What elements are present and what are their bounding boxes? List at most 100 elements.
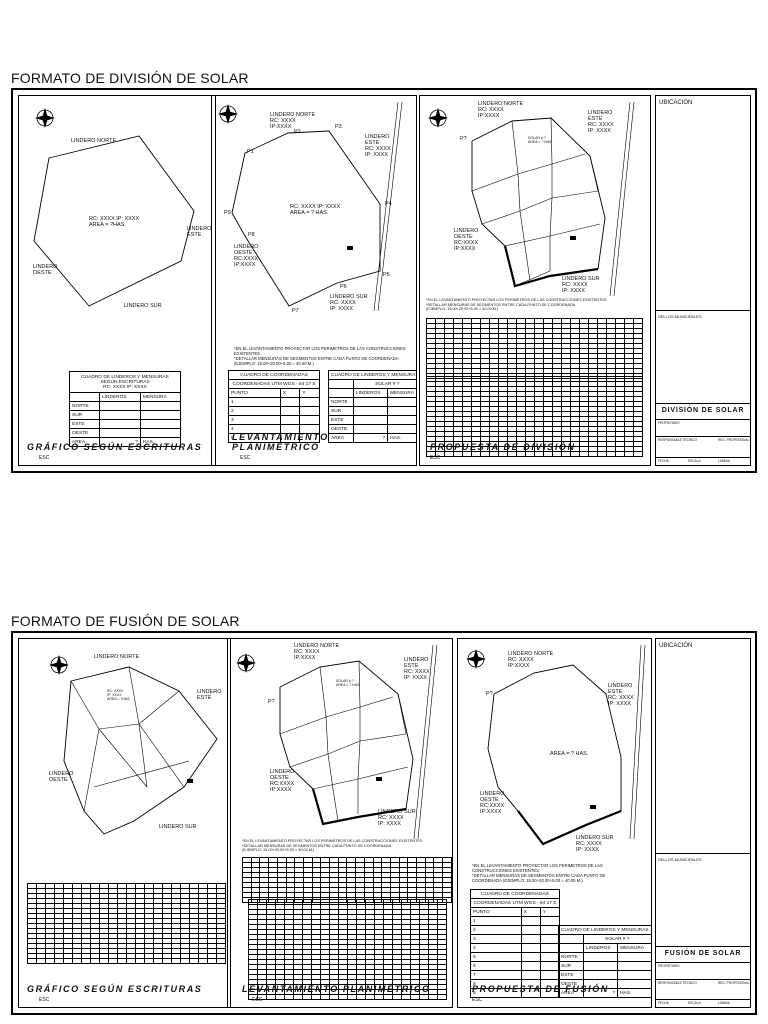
reg-label: REG. PROFESIONAL xyxy=(718,981,750,985)
lindero-oeste-label: LINDERO OESTE RC:XXXX IP:XXXX xyxy=(454,228,479,252)
division-panel-propuesta: LINDERO NORTE RC: XXXX IP:XXXX LINDERO E… xyxy=(419,95,651,466)
coord-row: 2 xyxy=(470,925,522,935)
coord-row: 6 xyxy=(470,961,522,971)
fusion-sheet-title: FORMATO DE FUSIÓN DE SOLAR xyxy=(11,613,240,629)
building-icon xyxy=(187,779,193,783)
area-unit: HAS. xyxy=(387,433,416,443)
row-este: ESTE xyxy=(327,415,355,425)
lindero-norte-label: LINDERO NORTE RC: XXXX IP:XXXX xyxy=(270,112,316,130)
col-y: Y xyxy=(539,907,561,917)
fusion-sheet: LINDERO NORTE LINDERO ESTE LINDERO OESTE… xyxy=(11,631,757,1015)
lindero-sur-label: LINDERO SUR xyxy=(159,824,197,830)
title-block: UBICACIÓN SELLOS MUNICIPALES DIVISIÓN DE… xyxy=(655,95,751,466)
coord-row: 5 xyxy=(470,952,522,962)
coord-row: 4 xyxy=(470,943,522,953)
panel-scale: ESC xyxy=(252,997,263,1003)
row-sur: SUR xyxy=(327,406,355,416)
panel-title: GRÁFICO SEGÚN ESCRITURAS xyxy=(27,442,203,452)
coord-table-sub: COORDENADAS UTM WGS - 84 17 S xyxy=(228,379,320,389)
sheet-name: FUSIÓN DE SOLAR xyxy=(664,950,742,957)
lindero-norte-label: LINDERO NORTE RC: XXXX IP:XXXX xyxy=(508,651,554,669)
lindero-norte-label: LINDERO NORTE RC: XXXX IP:XXXX xyxy=(294,643,340,661)
panel-title: LEVANTAMIENTO PLANIMÉTRICO xyxy=(232,432,329,452)
sellos-label: SELLOS MUNICIPALES xyxy=(658,314,702,319)
point-label: P3 xyxy=(335,124,342,130)
col-x: X xyxy=(520,907,541,917)
panel-title: LEVANTAMIENTO PLANIMÉTRICO xyxy=(242,984,431,994)
panel-title: PROPUESTA DE DIVISIÓN xyxy=(430,442,576,452)
escrituras-drawing xyxy=(49,655,218,835)
propietario-label: PROPIETARIO xyxy=(658,421,680,425)
division-panel-escrituras: LINDERO NORTE LINDERO ESTE LINDERO OESTE… xyxy=(18,95,216,466)
fusion-panel-levantamiento: LINDERO NORTE RC: XXXX IP:XXXX LINDERO E… xyxy=(227,638,453,1008)
row-este: ESTE xyxy=(557,970,585,980)
panel-scale: ESC xyxy=(39,997,50,1003)
fecha-label: FECHA xyxy=(658,459,669,463)
sheet-name: DIVISIÓN DE SOLAR xyxy=(661,407,745,414)
col-linderos: LINDEROS xyxy=(353,388,389,398)
row-norte: NORTE xyxy=(69,401,100,411)
division-sheet: LINDERO NORTE LINDERO ESTE LINDERO OESTE… xyxy=(11,88,757,473)
col-x: X xyxy=(279,388,301,398)
col-mensura: MENSURA xyxy=(617,943,651,953)
north-arrow-icon xyxy=(49,655,69,675)
row-oeste: OESTE xyxy=(69,428,100,438)
lindero-este-label: LINDERO ESTE RC: XXXX IP: XXXX xyxy=(365,134,391,158)
linderos-table-header: CUADRO DE LINDEROS Y MENSURAS xyxy=(558,925,651,935)
coord-table-header: CUADRO DE COORDENADAS xyxy=(470,889,560,899)
levantamiento-drawing xyxy=(236,644,438,840)
escala-label: ESCALA xyxy=(688,1001,701,1005)
north-arrow-icon xyxy=(218,104,238,124)
reg-label: REG. PROFESIONAL xyxy=(718,438,750,442)
survey-note: *EN EL LEVANTAMIENTO PROYECTAR LOS PERIM… xyxy=(426,298,607,311)
lot-label: RC: XXXX IP: XXXX AREA = ?HAS. xyxy=(107,689,131,701)
lamina-label: LÁMINA xyxy=(718,1001,730,1005)
title-block: UBICACIÓN SELLOS MUNICIPALES FUSIÓN DE S… xyxy=(655,638,751,1008)
north-arrow-icon xyxy=(466,649,486,669)
propuesta-drawing xyxy=(466,644,646,846)
lindero-oeste-label: LINDERO OESTE RC:XXXX IP:XXXX xyxy=(234,244,259,268)
coord-grid xyxy=(426,318,643,379)
lindero-sur-label: LINDERO SUR RC: XXXX IP: XXXX xyxy=(378,809,416,827)
responsable-label: RESPONSABLE TÉCNICO xyxy=(658,438,697,442)
north-arrow-icon xyxy=(236,653,256,673)
lindero-norte-label: LINDERO NORTE xyxy=(94,654,140,660)
escala-label: ESCALA xyxy=(688,459,701,463)
point-label: P1 xyxy=(247,149,254,155)
panel-title: PROPUESTA DE FUSIÓN xyxy=(472,984,609,994)
building-icon xyxy=(347,246,353,250)
panel-scale: ESC xyxy=(240,455,251,461)
lindero-este-label: LINDERO ESTE RC: XXXX IP: XXXX xyxy=(588,110,614,134)
panel-scale: ESC xyxy=(430,455,441,461)
lindero-sur-label: LINDERO SUR RC: XXXX IP: XXXX xyxy=(330,294,368,312)
point-label: P7 xyxy=(292,308,299,314)
coord-row: 5 xyxy=(228,433,281,443)
building-icon xyxy=(570,236,576,240)
lindero-norte-label: LINDERO NORTE RC: XXXX IP:XXXX xyxy=(478,101,524,119)
point-label: P2 xyxy=(294,129,301,135)
escrituras-table-header: CUADRO DE LINDEROS Y MENSURAS SEGÚN ESCR… xyxy=(69,371,181,393)
solar-label: SOLAR # ? xyxy=(583,934,651,944)
escrituras-table: CUADRO DE LINDEROS Y MENSURAS SEGÚN ESCR… xyxy=(69,371,182,447)
center-label: AREA = ? HAS. xyxy=(550,751,589,757)
col-linderos: LINDEROS xyxy=(99,392,141,402)
point-label: P5 xyxy=(383,272,390,278)
escrituras-grid xyxy=(27,883,226,964)
lindero-oeste-label: LINDERO OESTE xyxy=(49,771,74,783)
point-label: P4 xyxy=(385,201,392,207)
col-mensura: MENSURA xyxy=(387,388,416,398)
panel-scale: ESC xyxy=(472,997,483,1003)
linderos-table: CUADRO DE LINDEROS Y MENSURAS SOLAR # ? … xyxy=(557,925,651,998)
division-sheet-title: FORMATO DE DIVISIÓN DE SOLAR xyxy=(11,70,249,86)
col-mensura: MENSURA xyxy=(139,392,182,402)
ubicacion-label: UBICACIÓN xyxy=(659,100,693,106)
center-label: RC: XXXX IP: XXXX AREA = ? HAS. xyxy=(290,204,341,216)
lindero-oeste-label: LINDERO OESTE xyxy=(33,264,58,276)
coord-table-header: CUADRO DE COORDENADAS xyxy=(228,370,320,380)
division-panel-levantamiento: LINDERO NORTE RC: XXXX IP:XXXX LINDERO E… xyxy=(211,95,417,466)
north-arrow-icon xyxy=(428,108,448,128)
linderos-grid xyxy=(426,376,643,457)
row-area: AREA xyxy=(69,437,100,447)
survey-note: *EN EL LEVANTAMIENTO PROYECTAR LOS PERIM… xyxy=(472,863,606,883)
lindero-sur-label: LINDERO SUR RC: XXXX IP: XXXX xyxy=(562,276,600,294)
